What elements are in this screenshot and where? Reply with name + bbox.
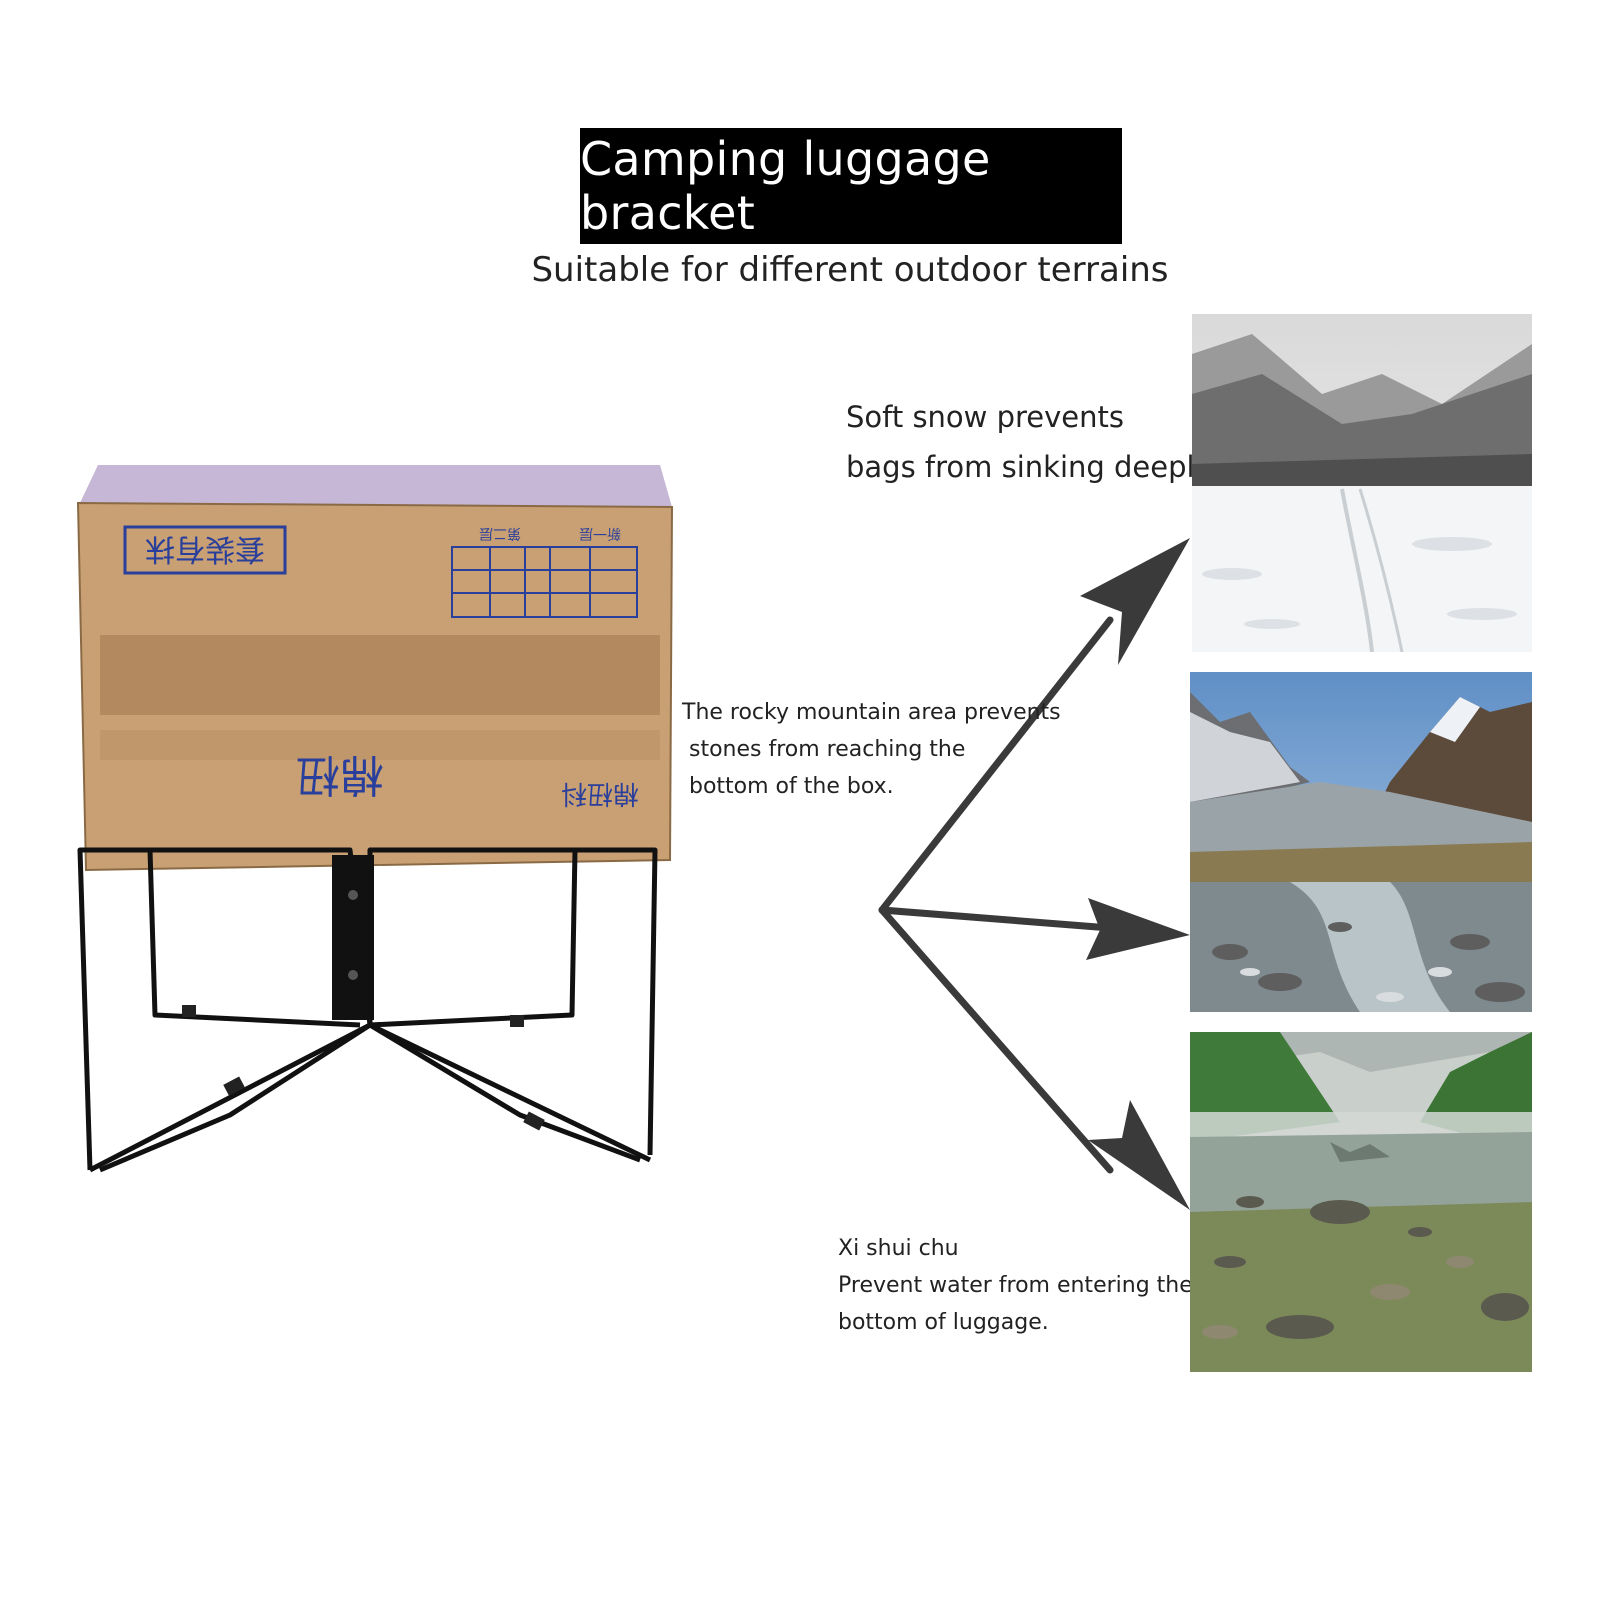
page-subtitle: Suitable for different outdoor terrains [531, 250, 1169, 290]
water-caption-line: Xi shui chu [838, 1236, 959, 1261]
water-caption-line: bottom of luggage. [838, 1310, 1049, 1335]
page-title: Camping luggage bracket [580, 132, 991, 240]
box-print-label-5: 棉杻科 [561, 778, 639, 808]
snow-caption-line: bags from sinking deeply. [846, 450, 1217, 484]
title-banner: Camping luggage bracket [580, 128, 1122, 244]
box-print-label-1: 套装有抹 [145, 531, 265, 566]
rock-caption-line: stones from reaching the [689, 737, 966, 762]
rocky-mountain-landscape-icon [1190, 672, 1532, 1012]
stream-photo [1190, 1032, 1532, 1372]
snow-landscape-photo [1192, 314, 1532, 652]
product-illustration: 套装有抹 新一层 第二层 棉杻 棉杻科 [76, 465, 674, 1173]
water-caption: Xi shui chu Prevent water from entering … [838, 1230, 1193, 1341]
rocky-mountain-photo [1190, 672, 1532, 1012]
rock-caption-line: bottom of the box. [689, 774, 894, 799]
box-print-label-2: 棉杻 [296, 749, 384, 800]
box-top-face [78, 465, 672, 507]
box-print-label-4: 第二层 [479, 525, 521, 542]
arrow-to-snow-icon [1080, 538, 1190, 665]
snow-caption-line: Soft snow prevents [846, 400, 1125, 434]
box-print-grid [451, 546, 638, 618]
stream-landscape-icon [1190, 1032, 1532, 1372]
rock-caption: The rocky mountain area prevents stones … [682, 694, 1061, 805]
water-caption-line: Prevent water from entering the [838, 1273, 1193, 1298]
rock-caption-line: The rocky mountain area prevents [682, 700, 1061, 725]
terrain-arrows [878, 538, 1190, 1210]
arrow-to-rock-icon [1086, 898, 1190, 960]
snow-landscape-icon [1192, 314, 1532, 652]
snow-caption: Soft snow prevents bags from sinking dee… [846, 392, 1217, 492]
stand-hinge-plate [332, 855, 374, 1020]
stand-clips [182, 1005, 545, 1131]
arrow-to-water-icon [1088, 1100, 1190, 1210]
box-print-label-3: 新一层 [579, 525, 621, 541]
